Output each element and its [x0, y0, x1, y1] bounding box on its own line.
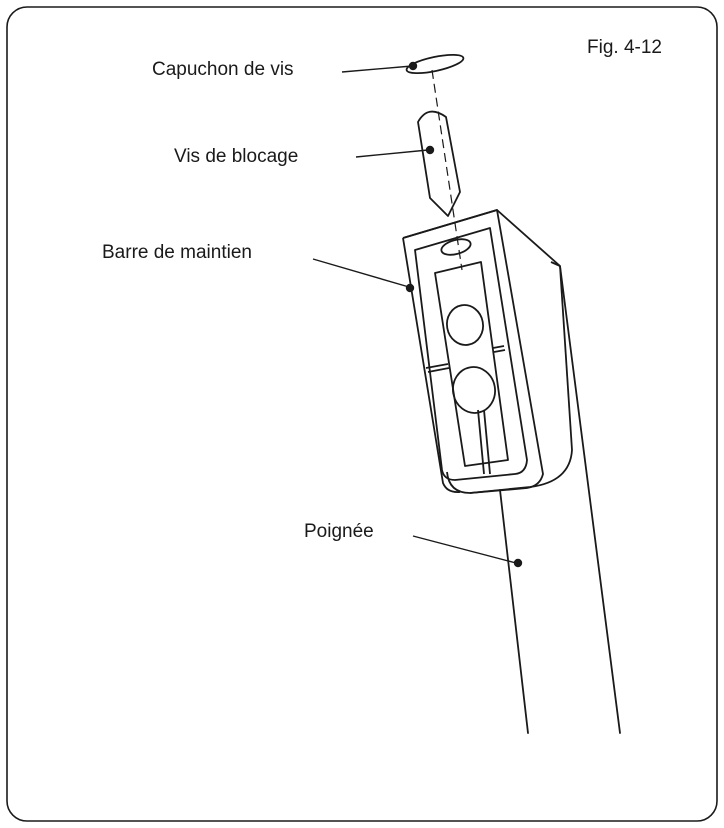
label-holding-bar: Barre de maintien [102, 242, 252, 263]
figure-border [6, 6, 718, 822]
leader-screw-cap [341, 65, 413, 73]
figure-number: Fig. 4-12 [587, 37, 662, 58]
screw-cap-part [405, 53, 465, 75]
label-handle: Poignée [304, 521, 374, 542]
label-locking-screw: Vis de blocage [174, 146, 299, 167]
leader-handle [412, 535, 517, 564]
leader-dot-handle [513, 558, 523, 568]
axis-dashed-line [431, 69, 463, 271]
leader-dot-screw-cap [408, 61, 418, 71]
holding-bar-part [402, 209, 573, 494]
leader-dot-holding-bar [405, 283, 415, 293]
label-screw-cap: Capuchon de vis [152, 59, 294, 80]
leader-holding-bar [312, 258, 410, 288]
handle-part [499, 265, 621, 734]
leader-dot-locking-screw [425, 145, 435, 155]
leader-lines [312, 61, 523, 568]
locking-screw-part [417, 110, 461, 217]
leader-locking-screw [355, 149, 429, 158]
